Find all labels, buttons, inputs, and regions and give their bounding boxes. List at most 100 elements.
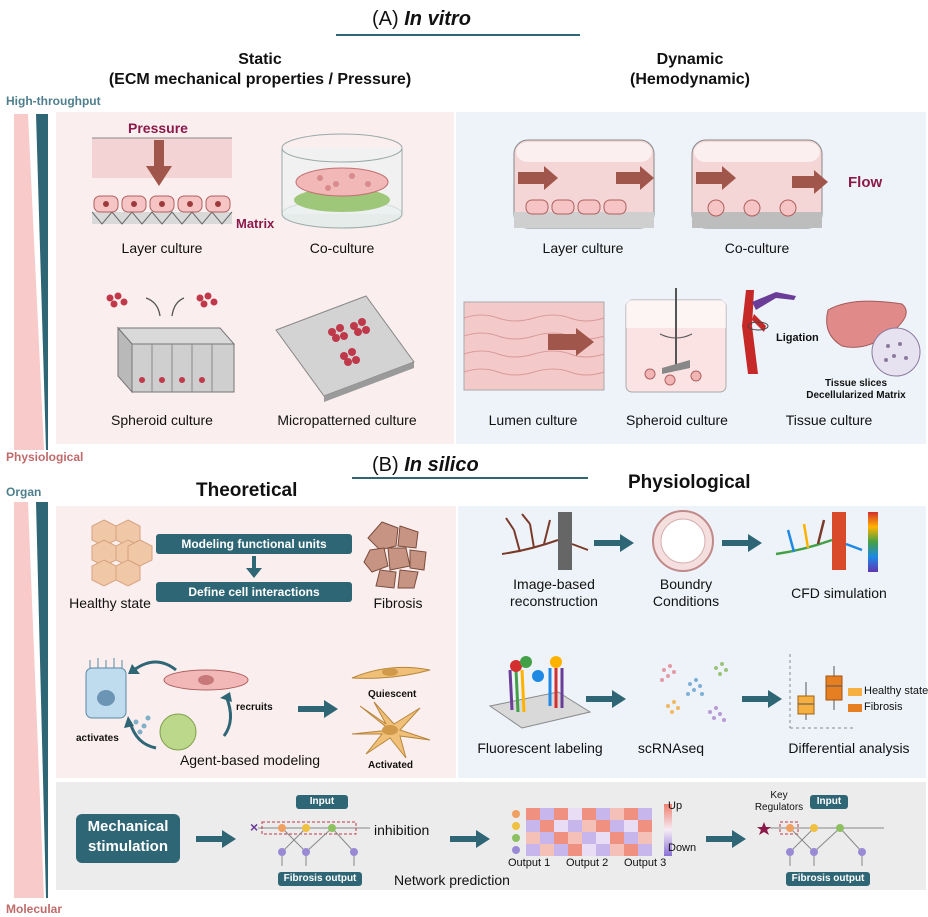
dynamic-co-culture-illustration <box>691 139 823 229</box>
cfd-label: CFD simulation <box>791 585 887 601</box>
co-culture-dish-illustration <box>281 133 403 229</box>
mechanical-line1: Mechanical <box>87 818 169 835</box>
image-based-line2: reconstruction <box>510 593 598 609</box>
scrnaseq-label: scRNAseq <box>637 740 705 756</box>
legend-fibrosis-swatch <box>848 704 862 712</box>
dynamic-title-line2: (Hemodynamic) <box>629 71 751 88</box>
static-spheroid-culture-label: Spheroid culture <box>111 412 213 428</box>
theoretical-title: Theoretical <box>196 480 298 501</box>
static-title-line2: (ECM mechanical properties / Pressure) <box>108 71 412 88</box>
micropatterned-illustration <box>275 295 415 402</box>
section-a-underline <box>336 34 580 36</box>
svg-text:×: × <box>250 819 258 835</box>
section-a-letter: (A) <box>372 8 399 30</box>
section-a-name: In vitro <box>404 8 471 30</box>
label-high-throughput: High-throughput <box>6 94 101 108</box>
fibrosis-cells-illustration <box>363 521 427 589</box>
healthy-state-label: Healthy state <box>69 595 151 611</box>
ligation-label: Ligation <box>776 332 819 344</box>
boxplot-illustration <box>789 654 854 729</box>
flow-arrow <box>792 170 828 194</box>
liver-tissue-illustration <box>826 300 921 377</box>
down-arrow <box>246 556 262 578</box>
scrnaseq-cluster-illustration <box>660 662 728 722</box>
arrow-boundary-to-cfd <box>722 534 762 552</box>
fluorescent-label: Fluorescent labeling <box>477 740 603 756</box>
boundary-line1: Boundry <box>659 576 713 592</box>
dynamic-layer-culture-label: Layer culture <box>542 240 624 256</box>
static-co-culture-label: Co-culture <box>309 240 375 256</box>
regulators-network-illustration <box>757 821 884 866</box>
activates-label: activates <box>76 733 119 744</box>
agent-based-illustration <box>85 658 249 751</box>
arrow-reconstruction-to-boundary <box>594 534 634 552</box>
arrow-network-to-heatmap <box>450 830 490 848</box>
activated-cell-illustration <box>351 701 431 759</box>
inhibition-label: inhibition <box>374 822 430 838</box>
static-micropatterned-label: Micropatterned culture <box>277 412 417 428</box>
legend-healthy-label: Healthy state <box>864 685 928 697</box>
section-b-name: In silico <box>404 454 479 476</box>
layer-culture-pressure-illustration <box>92 137 233 225</box>
dynamic-tissue-culture-label: Tissue culture <box>785 412 873 428</box>
heatmap-up-label: Up <box>668 800 683 812</box>
mechanical-stimulation-box: Mechanical stimulation <box>76 814 180 863</box>
mechanical-line2: stimulation <box>87 838 168 855</box>
boundary-ring-illustration <box>652 510 714 572</box>
dynamic-lumen-culture-label: Lumen culture <box>488 412 578 428</box>
arrow-labeling-to-scrnaseq <box>586 690 626 708</box>
static-title: Static (ECM mechanical properties / Pres… <box>60 50 460 90</box>
network-prediction-label: Network prediction <box>394 872 510 888</box>
spinner-flask-illustration <box>625 288 727 393</box>
output-2-label: Output 2 <box>566 857 609 869</box>
recruits-label: recruits <box>236 702 273 713</box>
section-a-title: (A) In vitro <box>372 8 471 31</box>
output-3-label: Output 3 <box>624 857 667 869</box>
dynamic-co-culture-label: Co-culture <box>724 240 790 256</box>
section-b-title: (B) In silico <box>372 454 479 477</box>
tissue-slices-label: Tissue slices <box>824 378 888 389</box>
static-layer-culture-label: Layer culture <box>121 240 203 256</box>
spheroid-plate-illustration <box>106 292 236 394</box>
label-organ: Organ <box>6 485 42 499</box>
network-input-tag: Input <box>296 795 348 809</box>
boundary-line2: Conditions <box>652 593 720 609</box>
activated-label: Activated <box>368 760 414 771</box>
agent-based-label: Agent-based modeling <box>179 752 321 768</box>
dynamic-title: Dynamic (Hemodynamic) <box>560 50 820 90</box>
image-based-text: Image-based reconstruction <box>494 576 614 610</box>
arrow-to-fibroblasts <box>298 700 338 718</box>
legend-healthy-swatch <box>848 688 862 696</box>
boundary-text: Boundry Conditions <box>636 576 736 610</box>
network-fibrosis-output-tag: Fibrosis output <box>278 872 362 886</box>
quiescent-cell-illustration <box>351 666 431 679</box>
flow-label: Flow <box>848 174 883 191</box>
tissue-slices-text: Tissue slices Decellularized Matrix <box>786 378 926 402</box>
regulators-input-tag: Input <box>810 795 848 809</box>
section-b-letter: (B) <box>372 454 399 476</box>
pressure-label: Pressure <box>128 120 188 136</box>
static-title-line1: Static <box>238 51 282 68</box>
key-regulators-line1: Key <box>770 790 788 801</box>
label-physiological: Physiological <box>6 450 84 464</box>
key-regulators-text: Key Regulators <box>752 790 806 814</box>
physiological-title: Physiological <box>628 472 751 493</box>
label-molecular: Molecular <box>6 902 63 916</box>
decellularized-matrix-label: Decellularized Matrix <box>806 390 906 401</box>
heatmap-down-label: Down <box>668 842 697 854</box>
vessel-ligation-illustration <box>742 290 796 374</box>
network-graph-illustration: × <box>250 819 370 866</box>
output-1-label: Output 1 <box>508 857 551 869</box>
matrix-label: Matrix <box>236 216 275 231</box>
image-based-line1: Image-based <box>513 576 595 592</box>
define-interactions-box: Define cell interactions <box>156 582 352 602</box>
fibrosis-label: Fibrosis <box>373 595 423 611</box>
arrow-scrnaseq-to-differential <box>742 690 782 708</box>
regulators-fibrosis-output-tag: Fibrosis output <box>786 872 870 886</box>
side-bar-b <box>14 502 48 898</box>
quiescent-label: Quiescent <box>368 689 417 700</box>
key-regulators-line2: Regulators <box>754 802 804 813</box>
arrow-heatmap-to-regulators <box>706 830 746 848</box>
dynamic-spheroid-culture-label: Spheroid culture <box>626 412 728 428</box>
cfd-vessel-illustration <box>775 512 878 572</box>
